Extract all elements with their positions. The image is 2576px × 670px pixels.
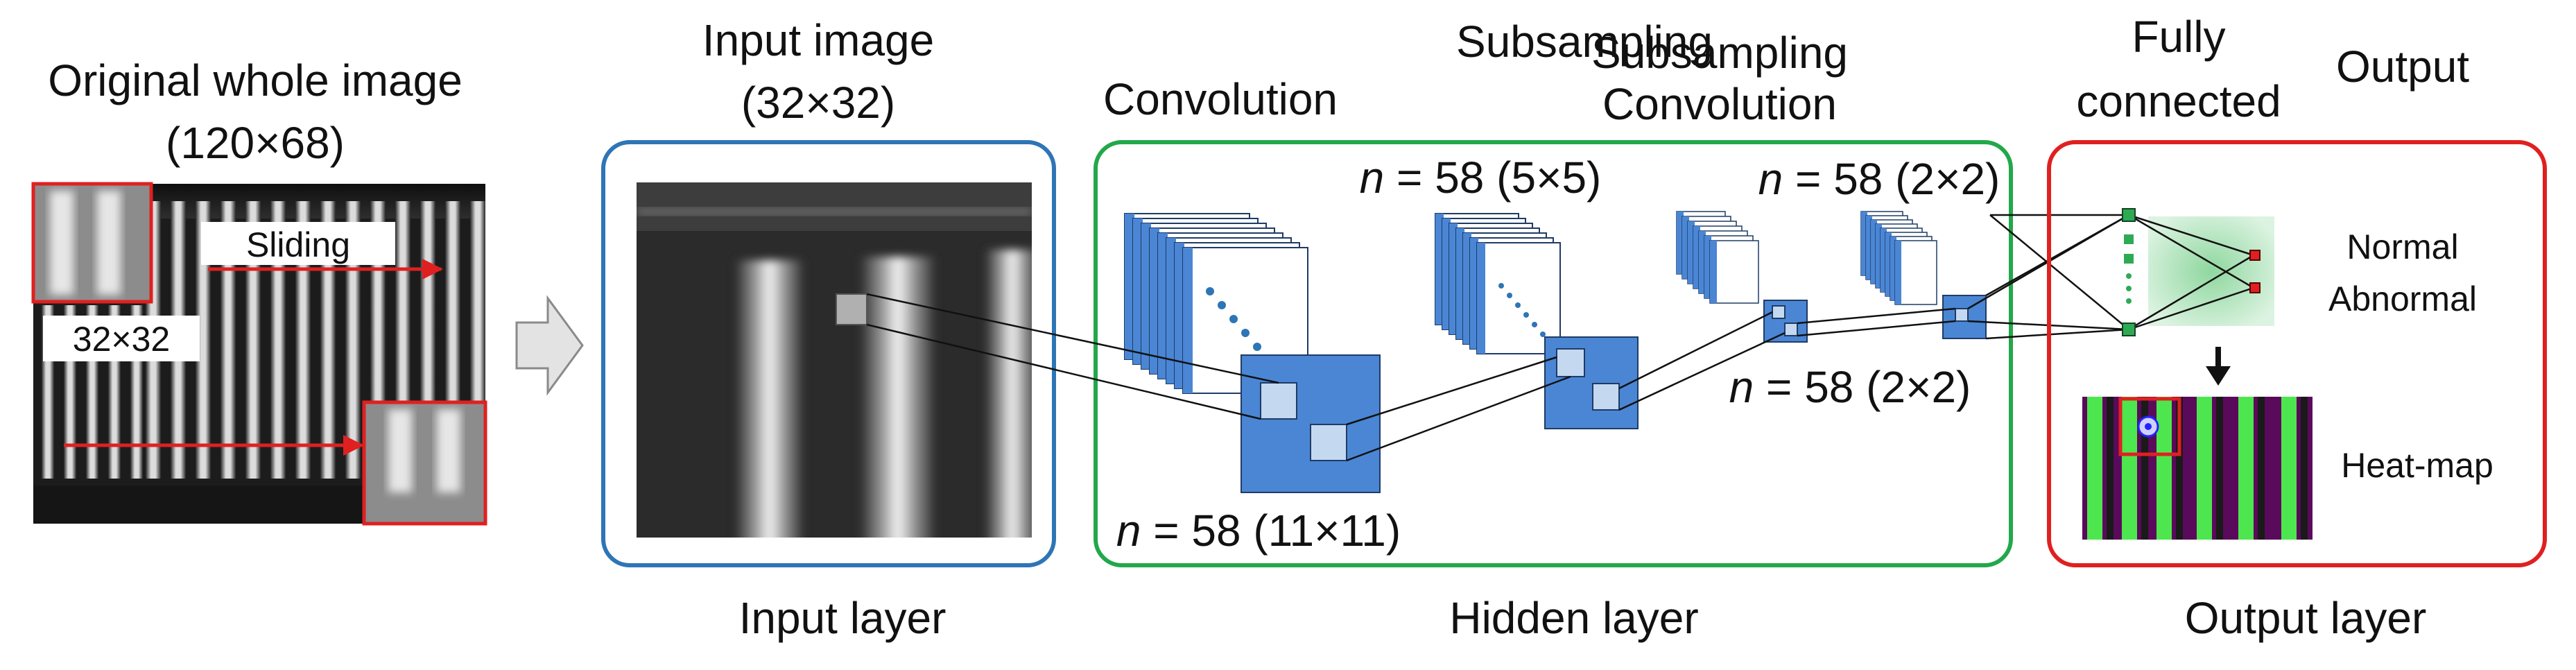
heat-dark-stripe: [2301, 397, 2308, 540]
sliding-window-end: [362, 400, 487, 526]
output-glow: [2148, 216, 2274, 326]
heat-dark-stripe: [2216, 397, 2223, 540]
heat-stripe: [2197, 397, 2212, 540]
feature-map-edge: [1885, 232, 1892, 296]
input-layer-label: Input layer: [739, 593, 946, 643]
output-layer-label: Output layer: [2185, 593, 2427, 643]
heat-stripe: [2238, 397, 2254, 540]
abnormal-output-node: [2249, 282, 2261, 293]
subsampling2-label: Subsampling: [1591, 28, 1848, 78]
sliding-label-bg: [201, 222, 395, 265]
abnormal-label: Abnormal: [2328, 280, 2477, 318]
feature-map-edge: [1699, 231, 1706, 293]
window-size-label-bg: [43, 316, 200, 361]
heat-map-image: [2082, 397, 2313, 540]
feature-map-edge: [1876, 224, 1882, 288]
feature-map-edge: [1861, 212, 1867, 275]
conv2-feature-maps: [1676, 211, 1759, 304]
sliding-label: Sliding: [246, 225, 350, 264]
sub2-size-label: n = 58 (2×2): [1758, 154, 2000, 204]
normal-output-node: [2249, 250, 2261, 261]
hidden-layer-box: [1093, 140, 2013, 567]
heat-stripe: [2087, 397, 2102, 540]
sub1-kernel-b: [1592, 383, 1620, 411]
conv1-dots: [1206, 287, 1261, 351]
output-layer-box: [2047, 140, 2547, 567]
input-title-line2: (32×32): [741, 78, 895, 128]
fc-to-output-lines: [2128, 214, 2254, 331]
convolution2-label: Convolution: [1602, 79, 1837, 129]
feature-map-edge: [1677, 212, 1684, 274]
conv1-feature-maps: [1124, 213, 1308, 394]
conv1-kernel-b: [1310, 424, 1347, 461]
fully-connected-line1: Fully: [2132, 12, 2225, 62]
down-arrow-icon: [2206, 347, 2231, 386]
sub1-feature-maps: [1435, 213, 1561, 354]
heat-dark-stripe: [2141, 397, 2148, 540]
feature-map-sheet: [1476, 242, 1561, 354]
feature-map-edge: [1871, 220, 1877, 284]
feature-map-edge: [1175, 243, 1184, 388]
feature-map-edge: [1166, 238, 1176, 384]
heatmap-label: Heat-map: [2341, 446, 2493, 485]
input-image: [637, 182, 1032, 538]
receptive-field-patch: [836, 293, 867, 325]
feature-map-edge: [1688, 221, 1695, 284]
feature-map-edge: [1682, 216, 1689, 279]
sub1-dots: [1498, 283, 1546, 337]
heat-stripe: [2122, 397, 2137, 540]
connection-lines: [866, 214, 2129, 462]
feature-map-edge: [1866, 216, 1872, 280]
block-arrow-icon: [515, 295, 584, 396]
sub1-kernel-a: [1556, 348, 1585, 377]
heat-dark-stripe: [2258, 397, 2265, 540]
feature-map-edge: [1133, 218, 1143, 364]
feature-map-edge: [1704, 236, 1711, 298]
sub2-feature-maps: [1860, 211, 1937, 305]
feature-map-edge: [1183, 248, 1193, 393]
sub1-size-label: n = 58 (5×5): [1360, 153, 1602, 203]
conv1-kernel-a: [1260, 382, 1297, 420]
sliding-window-start: [31, 182, 153, 304]
fc-nodes: [2122, 208, 2136, 336]
conv2-kernel-a: [1772, 305, 1786, 319]
fully-connected-line2: connected: [2076, 76, 2281, 126]
feature-map-edge: [1693, 226, 1700, 289]
heat-stripe: [2156, 397, 2172, 540]
subsampling1-label: Subsampling: [1456, 17, 1713, 67]
feature-map-edge: [1125, 214, 1134, 359]
feature-map-edge: [1895, 241, 1901, 304]
conv1-front-map: [1241, 354, 1381, 493]
original-stripe: [196, 201, 211, 479]
window-size-label: 32×32: [73, 320, 170, 359]
feature-map-edge: [1710, 241, 1717, 303]
sub2-kernel: [1955, 308, 1969, 322]
heat-map-window: [2118, 397, 2181, 456]
feature-map-sheet: [1709, 240, 1759, 304]
feature-map-sheet: [1894, 240, 1937, 305]
hidden-layer-label: Hidden layer: [1449, 593, 1698, 643]
feature-map-edge: [1890, 237, 1896, 300]
input-layer-box: [601, 140, 1056, 567]
original-title-line1: Original whole image: [48, 55, 463, 105]
heat-dark-stripe: [2107, 397, 2113, 540]
heat-dark-stripe: [2176, 397, 2183, 540]
feature-map-edge: [1150, 228, 1159, 374]
conv2-kernel-b: [1784, 323, 1798, 336]
original-title-line2: (120×68): [166, 118, 345, 168]
input-title-line1: Input image: [702, 15, 934, 65]
output-title: Output: [2336, 42, 2469, 92]
conv1-size-label: n = 58 (11×11): [1116, 506, 1401, 556]
feature-map-edge: [1141, 223, 1151, 369]
conv2-size-label: n = 58 (2×2): [1729, 362, 1971, 412]
feature-map-edge: [1158, 233, 1168, 379]
feature-map-edge: [1881, 228, 1887, 292]
normal-label: Normal: [2346, 227, 2458, 266]
convolution1-label: Convolution: [1103, 74, 1338, 124]
heat-stripe: [2281, 397, 2297, 540]
feature-map-edge: [1477, 243, 1485, 354]
